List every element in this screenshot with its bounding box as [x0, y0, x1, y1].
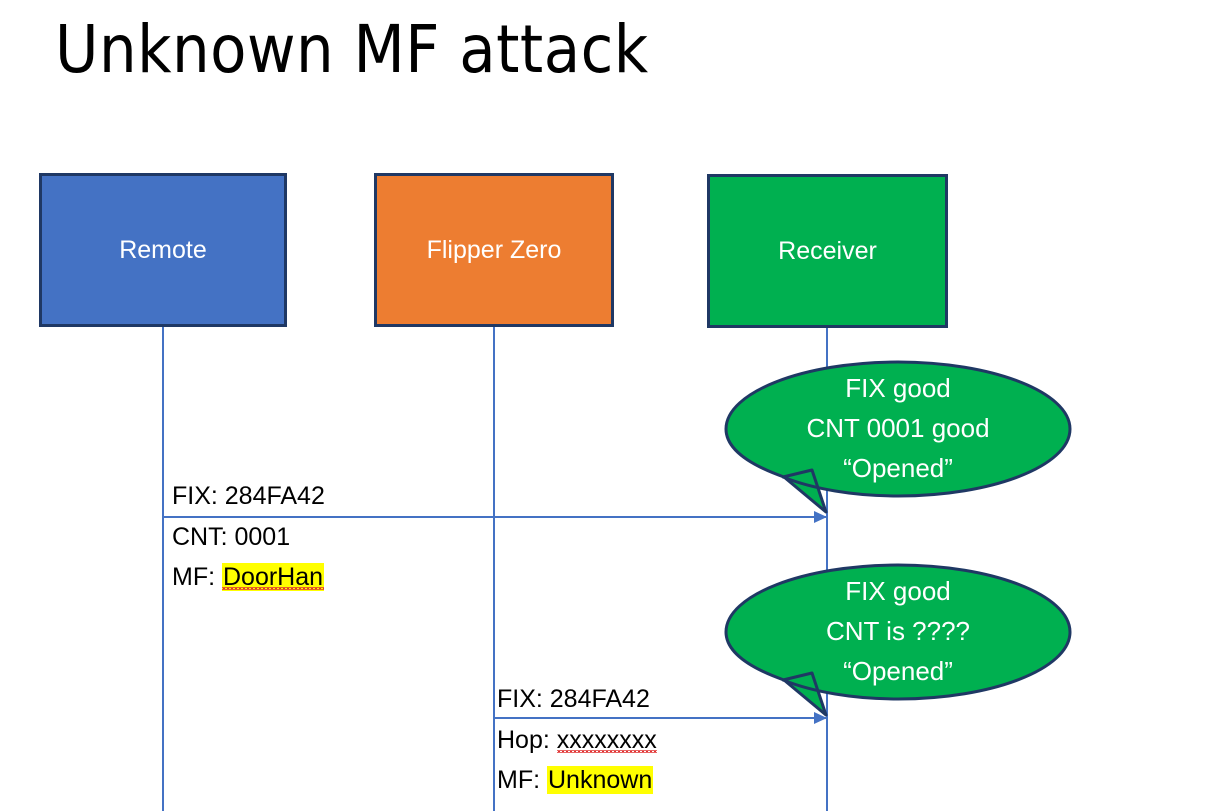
message1-mf-value: DoorHan	[222, 563, 325, 591]
actor-box-remote[interactable]: Remote	[39, 173, 287, 327]
actor-box-receiver[interactable]: Receiver	[707, 174, 948, 328]
message2-hop-prefix: Hop:	[497, 726, 557, 754]
message-arrow-remote-to-receiver	[163, 511, 827, 523]
message1-mf-prefix: MF:	[172, 563, 222, 591]
message1-mf-line: MF: DoorHan	[172, 558, 325, 597]
callout-bubble-second-response[interactable]: FIX good CNT is ???? “Opened”	[724, 563, 1072, 723]
message1-fix-line: FIX: 284FA42	[172, 482, 325, 510]
lifeline-flipper	[493, 327, 495, 811]
message2-mf-prefix: MF:	[497, 766, 547, 794]
callout-shape-2	[724, 563, 1072, 717]
message2-fix-line: FIX: 284FA42	[497, 685, 650, 713]
message2-hop-line: Hop: xxxxxxxx	[497, 721, 657, 760]
actor-label-flipper: Flipper Zero	[426, 236, 562, 264]
message2-hop-value: xxxxxxxx	[556, 726, 657, 754]
page-title: Unknown MF attack	[55, 11, 649, 88]
actor-label-remote: Remote	[119, 236, 207, 264]
message2-mf-line: MF: Unknown	[497, 761, 654, 800]
lifeline-remote	[162, 327, 164, 811]
actor-box-flipper[interactable]: Flipper Zero	[374, 173, 614, 327]
callout-bubble-first-response[interactable]: FIX good CNT 0001 good “Opened”	[724, 360, 1072, 520]
actor-label-receiver: Receiver	[778, 237, 877, 265]
callout-shape-1	[724, 360, 1072, 514]
message2-mf-value: Unknown	[547, 766, 654, 794]
message1-cnt-line: CNT: 0001	[172, 523, 291, 551]
